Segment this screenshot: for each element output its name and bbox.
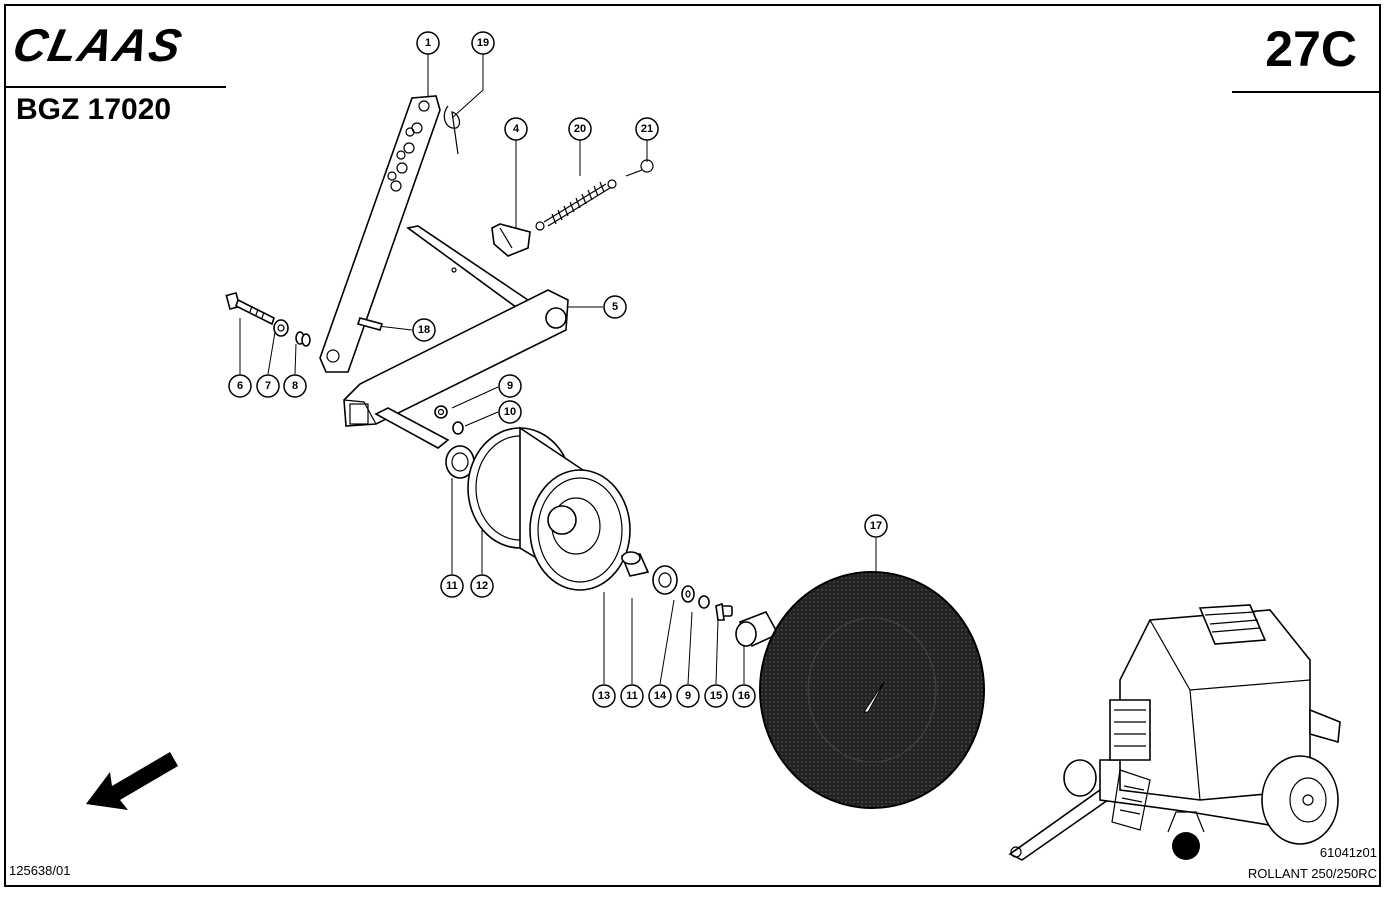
- callout-15: 15: [704, 684, 728, 708]
- svg-text:9: 9: [507, 380, 513, 392]
- callout-19: 19: [471, 31, 495, 55]
- svg-text:18: 18: [418, 324, 430, 336]
- spacer-sleeve: [620, 551, 650, 577]
- spring-clip: [491, 223, 531, 257]
- roll-pin: [356, 317, 384, 331]
- callout-16: 16: [732, 684, 756, 708]
- svg-text:11: 11: [446, 580, 458, 592]
- wheel-rim: [467, 426, 631, 591]
- small-washer: [698, 595, 710, 609]
- svg-text:11: 11: [626, 690, 638, 702]
- brand-rule: [6, 86, 226, 88]
- callout-10: 10: [498, 400, 522, 424]
- hub-cap: [735, 611, 780, 648]
- page-code: 27C: [1265, 21, 1357, 77]
- callout-20: 20: [568, 117, 592, 141]
- callout-5: 5: [603, 295, 627, 319]
- callout-9-outer: 9: [676, 684, 700, 708]
- page-code-rule: [1232, 91, 1379, 93]
- svg-text:21: 21: [641, 123, 653, 135]
- drawing-frame: [4, 4, 1381, 887]
- outer-bearing: [652, 565, 678, 595]
- svg-text:12: 12: [476, 580, 488, 592]
- svg-text:4: 4: [513, 123, 520, 135]
- svg-text:15: 15: [710, 690, 722, 702]
- adjustment-arm: [319, 95, 441, 373]
- callout-7: 7: [256, 374, 280, 398]
- inner-bearing: [445, 445, 475, 479]
- svg-text:7: 7: [265, 380, 271, 392]
- svg-text:14: 14: [654, 690, 667, 702]
- axle-screw: [715, 602, 733, 621]
- baler-thumbnail-icon: [1008, 604, 1341, 861]
- callout-4: 4: [504, 117, 528, 141]
- callout-6: 6: [228, 374, 252, 398]
- callout-14: 14: [648, 684, 672, 708]
- callout-17: 17: [864, 514, 888, 538]
- callout-18: 18: [412, 318, 436, 342]
- axle-washer: [681, 585, 695, 603]
- callout-12: 12: [470, 574, 494, 598]
- callout-11: 11: [440, 574, 464, 598]
- linch-pin: [443, 105, 461, 155]
- tyre: [759, 571, 985, 809]
- figure-code: 61041z01: [1319, 845, 1377, 860]
- drawing-number: 125638/01: [9, 863, 71, 878]
- model-name: ROLLANT 250/250RC: [1247, 866, 1377, 881]
- svg-text:17: 17: [870, 520, 882, 532]
- svg-text:5: 5: [612, 301, 618, 313]
- svg-text:8: 8: [292, 380, 298, 392]
- direction-arrow-icon: [86, 752, 178, 810]
- tension-spring: [535, 179, 617, 231]
- svg-text:6: 6: [237, 380, 243, 392]
- bracket-washer-nut: [434, 405, 464, 435]
- callout-9: 9: [498, 374, 522, 398]
- axle-bracket: [343, 225, 569, 449]
- spring-cotter: [625, 159, 654, 177]
- callout-21: 21: [635, 117, 659, 141]
- svg-text:9: 9: [685, 690, 691, 702]
- callout-1: 1: [416, 31, 440, 55]
- svg-text:16: 16: [738, 690, 750, 702]
- svg-text:20: 20: [574, 123, 586, 135]
- svg-text:13: 13: [598, 690, 610, 702]
- bolt: [225, 291, 275, 326]
- callout-13: 13: [592, 684, 616, 708]
- document-code: BGZ 17020: [16, 93, 172, 126]
- callout-8: 8: [283, 374, 307, 398]
- svg-text:10: 10: [504, 406, 516, 418]
- svg-text:19: 19: [477, 37, 489, 49]
- svg-text:1: 1: [425, 37, 431, 49]
- callout-11-outer: 11: [620, 684, 644, 708]
- washer-and-nut: [273, 319, 311, 347]
